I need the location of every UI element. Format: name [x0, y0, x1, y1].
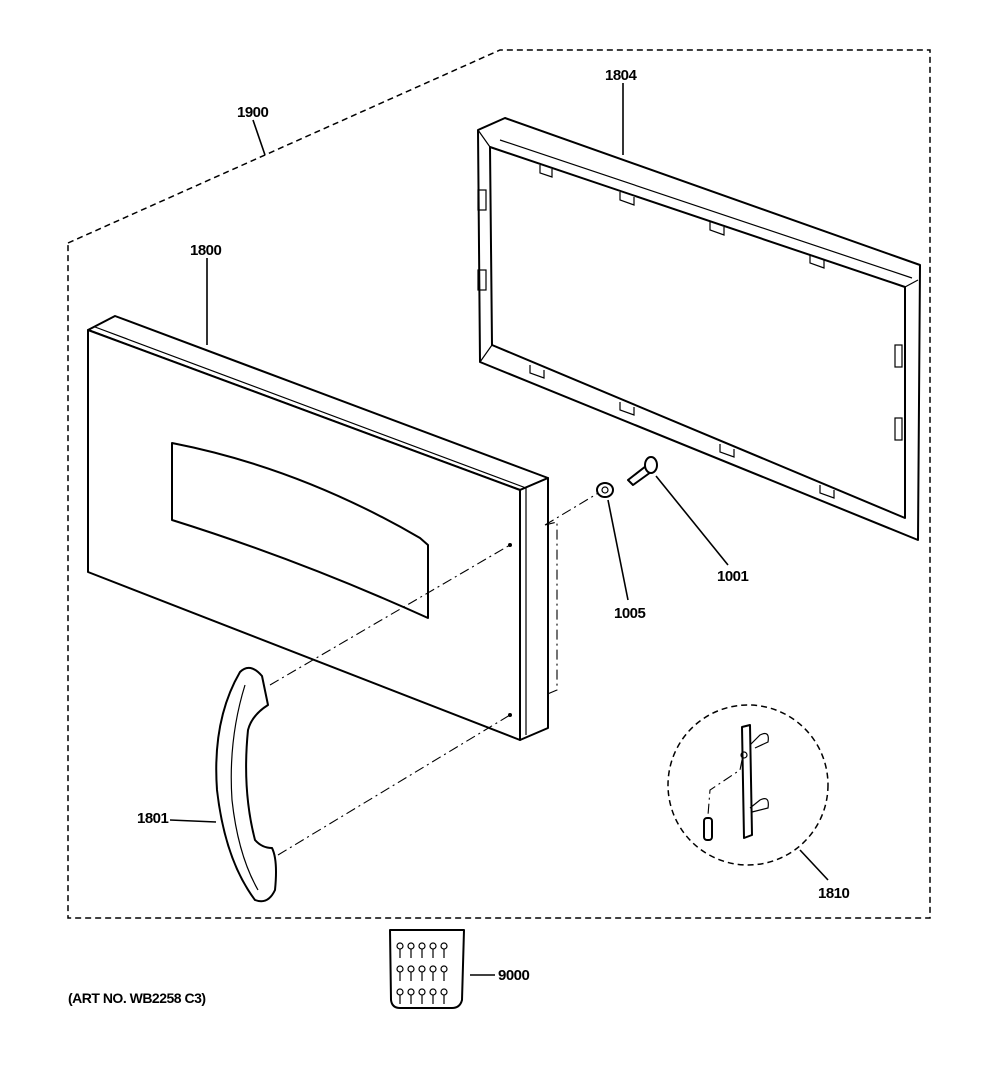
label-1800[interactable]: 1800 — [190, 242, 222, 259]
label-1801[interactable]: 1801 — [137, 810, 169, 827]
latch-detail-1810[interactable] — [667, 704, 829, 866]
leader-1005 — [607, 499, 629, 601]
leader-1001 — [655, 475, 729, 566]
art-number: (ART NO. WB2258 C3) — [68, 990, 206, 1006]
label-1001[interactable]: 1001 — [717, 568, 749, 585]
frame-1804[interactable] — [477, 117, 921, 541]
label-1005[interactable]: 1005 — [614, 605, 646, 622]
handle-1801[interactable] — [215, 666, 277, 903]
leader-1900 — [252, 119, 266, 156]
leader-1801 — [169, 819, 217, 823]
label-1900[interactable]: 1900 — [237, 104, 269, 121]
label-1804[interactable]: 1804 — [605, 67, 638, 84]
label-1810[interactable]: 1810 — [818, 885, 850, 902]
door-panel-1800[interactable] — [87, 315, 549, 741]
assembly-outline — [67, 49, 931, 919]
door-window — [171, 442, 429, 619]
screw-1001[interactable] — [627, 456, 658, 486]
leader-1810 — [799, 849, 829, 881]
label-9000[interactable]: 9000 — [498, 967, 530, 984]
hardware-pack-9000[interactable] — [389, 929, 465, 1009]
washer-1005[interactable] — [596, 482, 614, 498]
